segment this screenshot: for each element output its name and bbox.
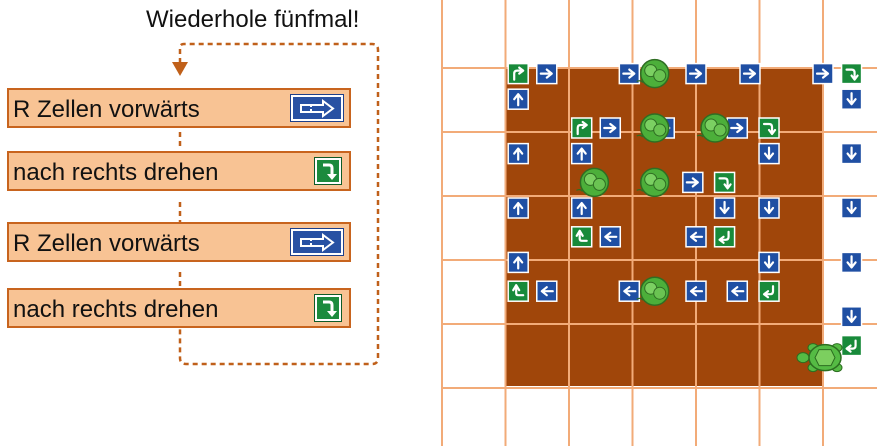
turn-sign-icon bbox=[758, 117, 780, 139]
lettuce-icon bbox=[636, 113, 670, 143]
arrow-sign-icon bbox=[726, 117, 749, 139]
block-label: nach rechts drehen bbox=[13, 296, 219, 323]
arrow-sign-icon bbox=[812, 62, 834, 85]
spiral-area bbox=[505, 68, 823, 386]
turn-sign-icon bbox=[570, 226, 593, 248]
block-label: R Zellen vorwärts bbox=[13, 230, 200, 257]
block-forward-1[interactable]: R Zellen vorwärts bbox=[7, 88, 351, 128]
block-label: nach rechts drehen bbox=[13, 159, 219, 186]
arrow-sign-icon bbox=[840, 306, 863, 328]
arrow-sign-icon bbox=[507, 197, 529, 219]
arrow-sign-icon bbox=[713, 197, 736, 219]
arrow-sign-icon bbox=[536, 280, 558, 302]
arrow-sign-icon bbox=[618, 62, 641, 85]
arrow-sign-icon bbox=[570, 197, 593, 219]
forward-sign-icon bbox=[290, 94, 344, 122]
arrow-sign-icon bbox=[758, 251, 780, 274]
turn-sign-icon bbox=[840, 334, 863, 357]
arrow-sign-icon bbox=[599, 117, 622, 139]
turn-right-sign-icon bbox=[314, 294, 342, 322]
arrow-sign-icon bbox=[682, 171, 704, 194]
arrow-sign-icon bbox=[840, 142, 863, 165]
arrow-sign-icon bbox=[570, 142, 593, 165]
turn-sign-icon bbox=[570, 117, 593, 139]
lettuce-icon bbox=[696, 113, 730, 143]
turn-sign-icon bbox=[713, 171, 736, 194]
arrow-sign-icon bbox=[739, 62, 761, 85]
turn-right-sign-icon bbox=[314, 157, 342, 185]
turn-sign-icon bbox=[507, 280, 529, 302]
loop-arrowhead-icon bbox=[172, 62, 188, 76]
arrow-sign-icon bbox=[840, 251, 863, 274]
lettuce-icon bbox=[636, 276, 670, 306]
lettuce-icon bbox=[636, 58, 670, 89]
turtle-icon bbox=[796, 343, 843, 373]
arrow-sign-icon bbox=[840, 88, 863, 110]
program-panel: Wiederhole fünfmal! R Zellen vorwärts na… bbox=[0, 0, 430, 446]
arrow-sign-icon bbox=[758, 142, 780, 165]
arrow-sign-icon bbox=[685, 280, 707, 302]
arrow-sign-icon bbox=[685, 226, 707, 248]
arrow-sign-icon bbox=[507, 251, 529, 274]
turn-sign-icon bbox=[758, 280, 780, 302]
arrow-sign-icon bbox=[507, 88, 529, 110]
arrow-sign-icon bbox=[685, 62, 707, 85]
loop-bracket bbox=[172, 42, 380, 366]
block-label: R Zellen vorwärts bbox=[13, 96, 200, 123]
arrow-sign-icon bbox=[618, 280, 641, 302]
block-turn-right-2[interactable]: nach rechts drehen bbox=[7, 288, 351, 328]
arrow-sign-icon bbox=[507, 142, 529, 165]
forward-sign-icon bbox=[290, 228, 344, 256]
loop-label: Wiederhole fünfmal! bbox=[146, 6, 360, 33]
turn-sign-icon bbox=[713, 226, 736, 248]
turn-sign-icon bbox=[840, 62, 863, 85]
arrow-sign-icon bbox=[758, 197, 780, 219]
arrow-sign-icon bbox=[840, 197, 863, 219]
block-turn-right-1[interactable]: nach rechts drehen bbox=[7, 151, 351, 191]
arrow-sign-icon bbox=[726, 280, 749, 302]
turn-sign-icon bbox=[507, 62, 529, 85]
block-forward-2[interactable]: R Zellen vorwärts bbox=[7, 222, 351, 262]
lettuce-icon bbox=[636, 167, 670, 198]
arrow-sign-icon bbox=[536, 62, 558, 85]
arrow-sign-icon bbox=[599, 226, 622, 248]
lettuce-icon bbox=[576, 167, 610, 198]
